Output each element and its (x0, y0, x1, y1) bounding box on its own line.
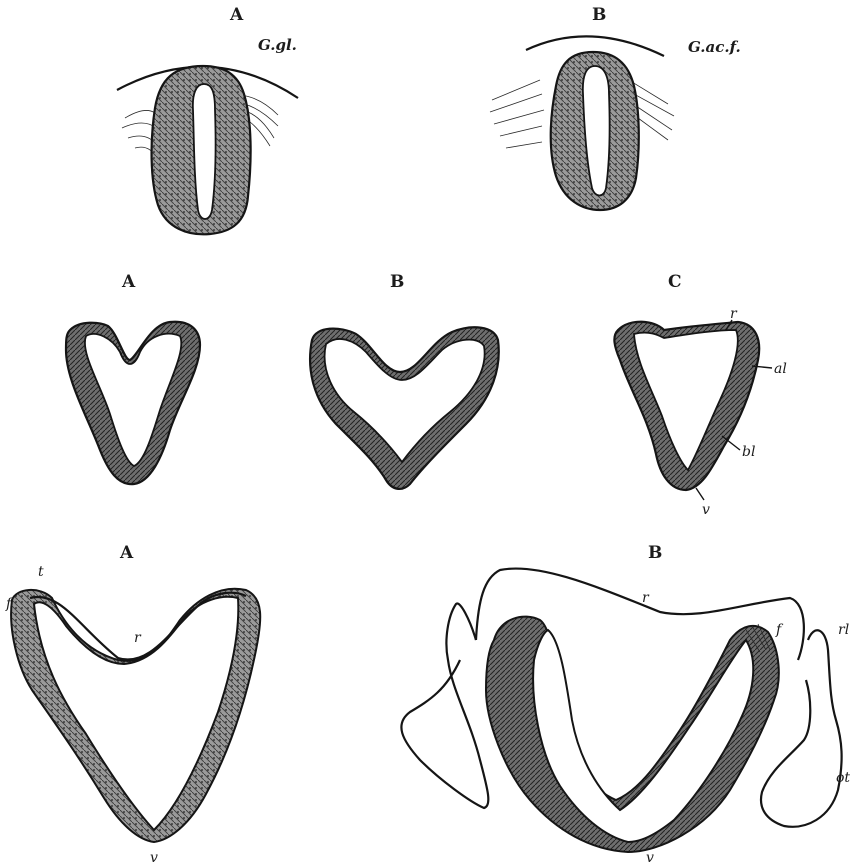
roof-plate-r-label: r (730, 306, 738, 322)
row3a-r-label: r (134, 630, 142, 646)
hindbrain-cavity-b (325, 339, 485, 462)
ventral-v-label: v (702, 502, 710, 518)
row2-section-b: B (310, 272, 499, 489)
row2-section-a: A (66, 272, 200, 484)
row1-section-b: B G.ac.f. (490, 5, 741, 210)
alar-plate-al-label: al (774, 361, 787, 377)
neural-canal-a (193, 84, 216, 219)
row3-panel-a-label: A (119, 543, 134, 563)
ganglion-left-b (490, 80, 544, 148)
row3a-v-label: v (150, 850, 158, 866)
row3-section-b: B r f rl ot v (401, 543, 850, 866)
row2-panel-c-label: C (668, 272, 682, 292)
row3b-f-label: f (775, 622, 784, 638)
row2-panel-a-label: A (121, 272, 136, 292)
row3b-rl-label: rl (838, 622, 849, 638)
row1-panel-a-label: A (229, 5, 244, 25)
row1-section-a: A G.gl. (117, 5, 298, 234)
row3a-t-label: t (38, 564, 44, 580)
row3-section-a: A t f r v (5, 543, 260, 866)
leader-v (696, 488, 704, 500)
row2-panel-b-label: B (390, 272, 404, 292)
row2-section-c: C r al bl v (614, 272, 786, 518)
g-gl-label: G.gl. (258, 36, 297, 54)
g-ac-f-label: G.ac.f. (688, 38, 741, 56)
row3b-r-label: r (642, 590, 650, 606)
row3-panel-b-label: B (648, 543, 662, 563)
row3b-v-label: v (646, 850, 654, 866)
row1-panel-b-label: B (592, 5, 606, 25)
basal-plate-bl-label: bl (742, 444, 755, 460)
